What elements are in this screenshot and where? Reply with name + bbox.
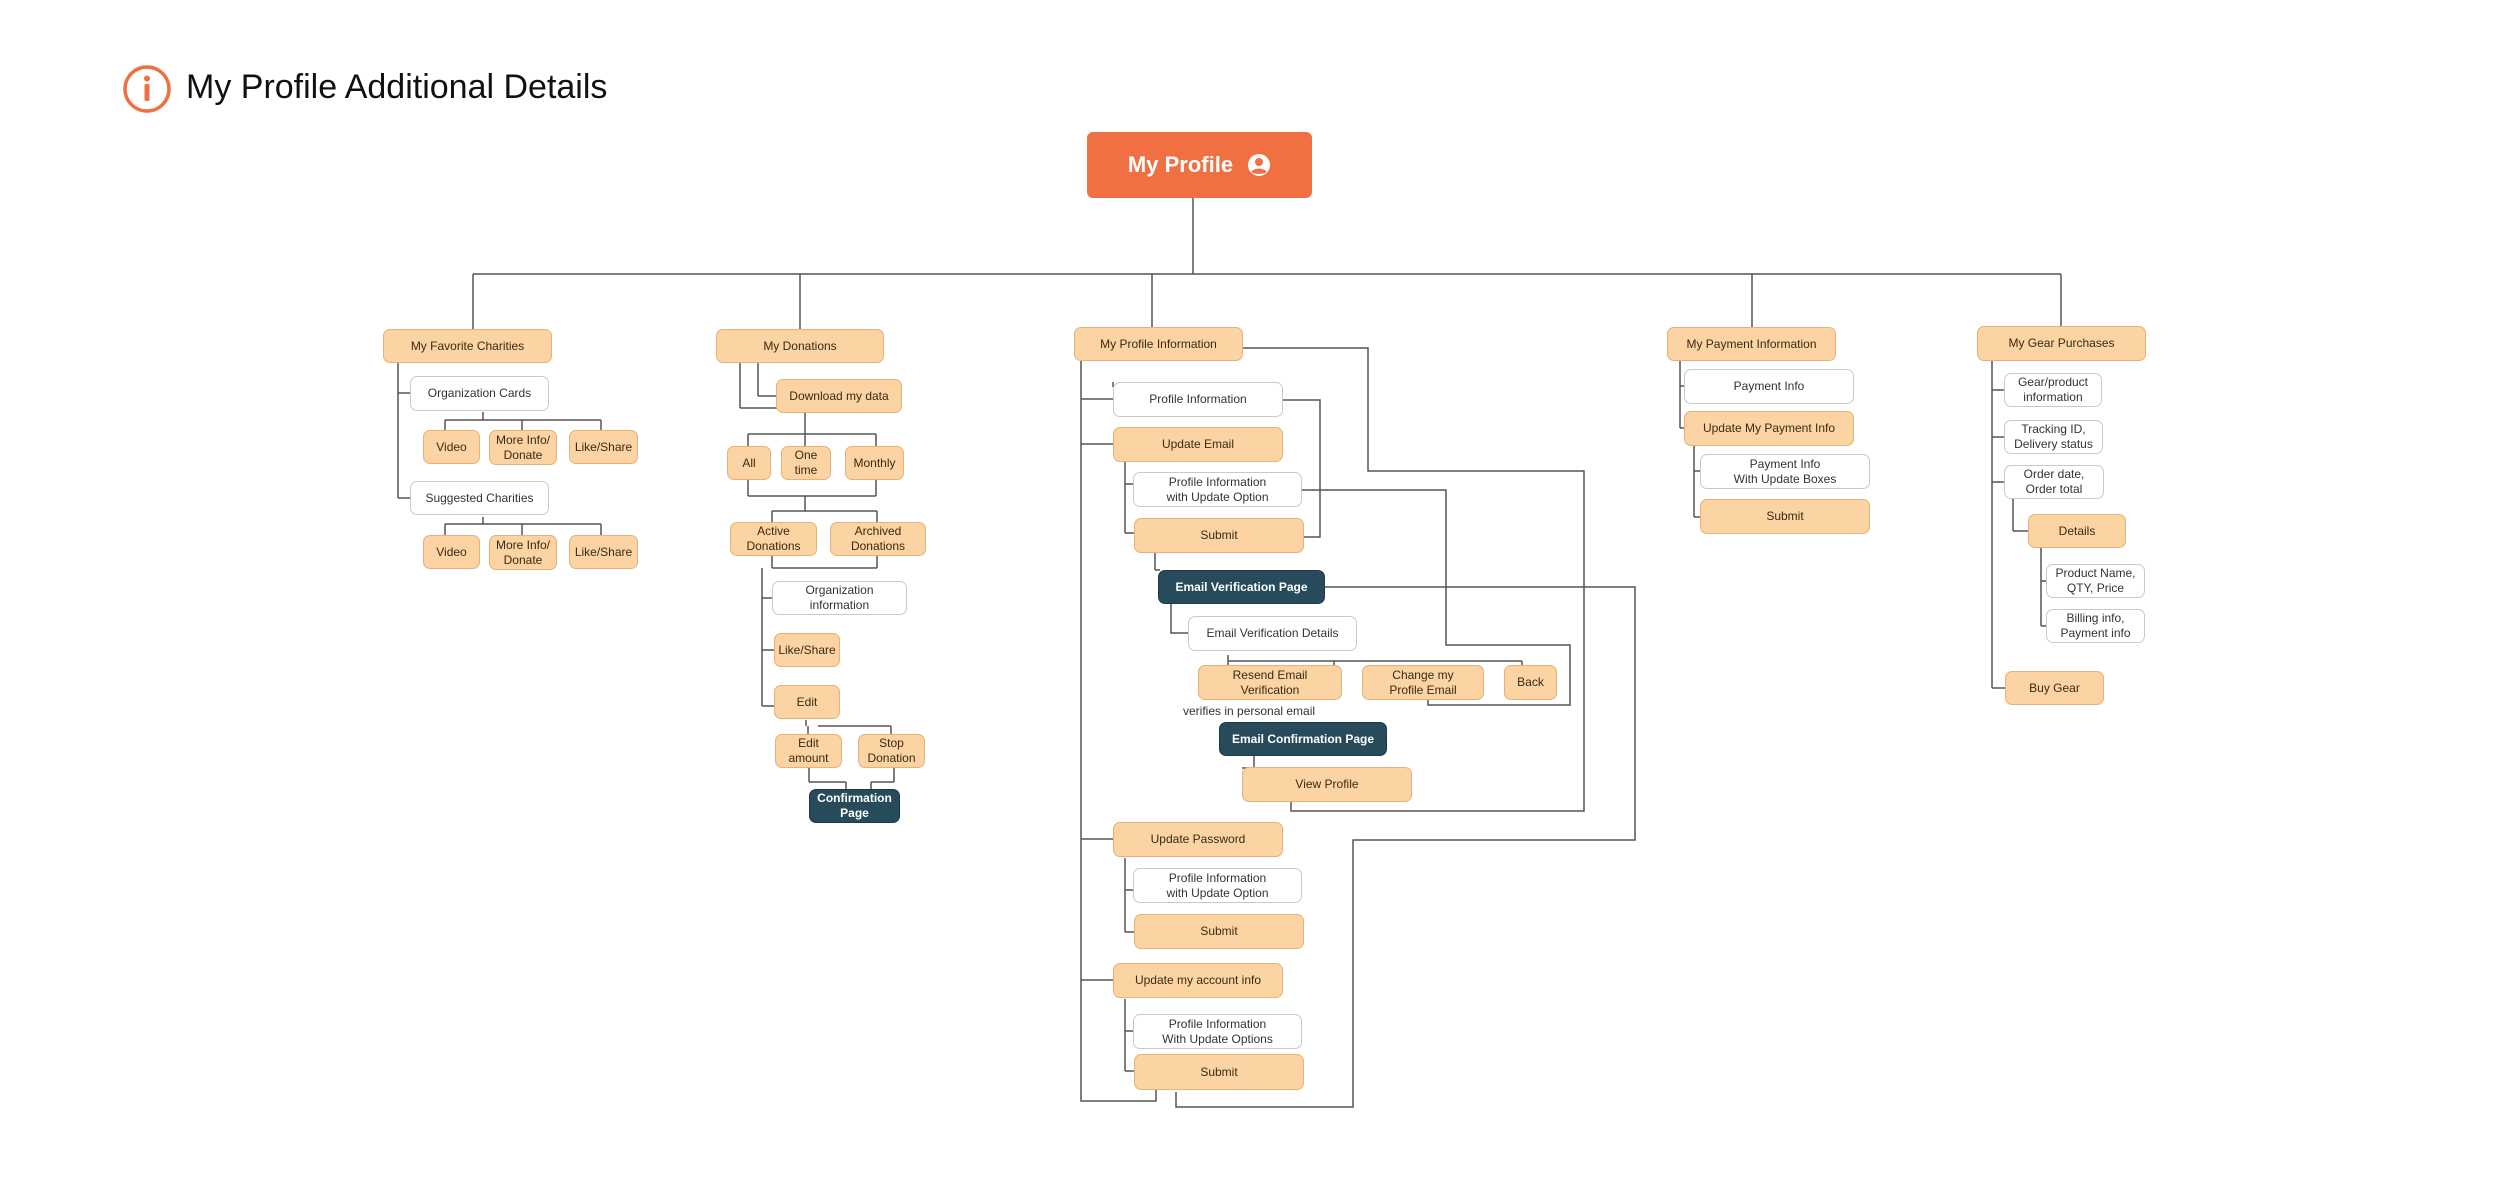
- submit-button-node[interactable]: Submit: [1134, 914, 1304, 949]
- user-circle-icon: [1248, 154, 1271, 176]
- like-share-node[interactable]: Like/Share: [774, 633, 840, 667]
- confirmation-page-node[interactable]: Confirmation Page: [809, 789, 900, 823]
- resend-email-verification-node[interactable]: Resend Email Verification: [1198, 665, 1342, 700]
- details-node[interactable]: Details: [2028, 514, 2126, 548]
- my-payment-information-node[interactable]: My Payment Information: [1667, 327, 1836, 361]
- root-label: My Profile: [1127, 152, 1234, 178]
- connector-line: [1227, 655, 1523, 665]
- order-date-total-node[interactable]: Order date, Order total: [2004, 465, 2104, 499]
- filter-one-time-node[interactable]: One time: [781, 446, 831, 480]
- edit-node[interactable]: Edit: [774, 685, 840, 719]
- submit-button-node[interactable]: Submit: [1134, 1054, 1304, 1090]
- more-info-donate-node[interactable]: More Info/ Donate: [489, 535, 557, 570]
- payment-update-boxes-node[interactable]: Payment Info With Update Boxes: [1700, 454, 1870, 489]
- payment-submit-node[interactable]: Submit: [1700, 499, 1870, 534]
- email-verification-details-node[interactable]: Email Verification Details: [1188, 616, 1357, 651]
- tracking-delivery-node[interactable]: Tracking ID, Delivery status: [2004, 420, 2103, 454]
- filter-all-node[interactable]: All: [727, 446, 771, 480]
- filter-monthly-node[interactable]: Monthly: [845, 446, 904, 480]
- video-node[interactable]: Video: [423, 430, 480, 464]
- profile-update-option-node[interactable]: Profile Information with Update Option: [1133, 472, 1302, 507]
- view-profile-node[interactable]: View Profile: [1242, 767, 1412, 802]
- connector-line: [1170, 604, 1188, 634]
- organization-information-node[interactable]: Organization information: [772, 581, 907, 615]
- stop-donation-node[interactable]: Stop Donation: [858, 734, 925, 768]
- info-circle-icon: [123, 65, 171, 113]
- archived-donations-node[interactable]: Archived Donations: [830, 522, 926, 556]
- edit-amount-node[interactable]: Edit amount: [775, 734, 842, 768]
- submit-button-node[interactable]: Submit: [1134, 518, 1304, 553]
- active-donations-node[interactable]: Active Donations: [730, 522, 817, 556]
- my-favorite-charities-node[interactable]: My Favorite Charities: [383, 329, 552, 363]
- gear-product-information-node[interactable]: Gear/product information: [2004, 373, 2102, 407]
- connector-line: [1154, 552, 1160, 571]
- profile-update-option-node[interactable]: Profile Information with Update Option: [1133, 868, 1302, 903]
- more-info-donate-node[interactable]: More Info/ Donate: [489, 430, 557, 465]
- change-profile-email-node[interactable]: Change my Profile Email: [1362, 665, 1484, 700]
- verifies-note: verifies in personal email: [1183, 704, 1316, 718]
- my-donations-node[interactable]: My Donations: [716, 329, 884, 363]
- update-email-node[interactable]: Update Email: [1113, 427, 1283, 462]
- my-gear-purchases-node[interactable]: My Gear Purchases: [1977, 326, 2146, 361]
- connector-line: [1124, 399, 1321, 538]
- organization-cards-node[interactable]: Organization Cards: [410, 376, 549, 411]
- profile-update-options-node[interactable]: Profile Information With Update Options: [1133, 1014, 1302, 1049]
- update-account-info-node[interactable]: Update my account info: [1113, 963, 1283, 998]
- payment-info-node[interactable]: Payment Info: [1684, 369, 1854, 404]
- update-password-node[interactable]: Update Password: [1113, 822, 1283, 857]
- page-title: My Profile Additional Details: [186, 68, 608, 106]
- email-verification-page-node[interactable]: Email Verification Page: [1158, 570, 1325, 604]
- billing-payment-info-node[interactable]: Billing info, Payment info: [2046, 609, 2145, 643]
- buy-gear-node[interactable]: Buy Gear: [2005, 671, 2104, 705]
- connector-line: [472, 196, 2062, 329]
- suggested-charities-node[interactable]: Suggested Charities: [410, 481, 549, 515]
- like-share-node[interactable]: Like/Share: [569, 535, 638, 569]
- video-node[interactable]: Video: [423, 535, 480, 569]
- email-confirmation-page-node[interactable]: Email Confirmation Page: [1219, 722, 1387, 756]
- my-profile-root[interactable]: My Profile: [1087, 132, 1312, 198]
- update-payment-info-node[interactable]: Update My Payment Info: [1684, 411, 1854, 446]
- product-name-qty-price-node[interactable]: Product Name, QTY, Price: [2046, 564, 2145, 598]
- connector-line: [739, 363, 895, 789]
- back-button-node[interactable]: Back: [1504, 665, 1557, 700]
- download-my-data-node[interactable]: Download my data: [776, 379, 902, 413]
- my-profile-information-node[interactable]: My Profile Information: [1074, 327, 1243, 361]
- profile-information-node[interactable]: Profile Information: [1113, 382, 1283, 417]
- like-share-node[interactable]: Like/Share: [569, 430, 638, 464]
